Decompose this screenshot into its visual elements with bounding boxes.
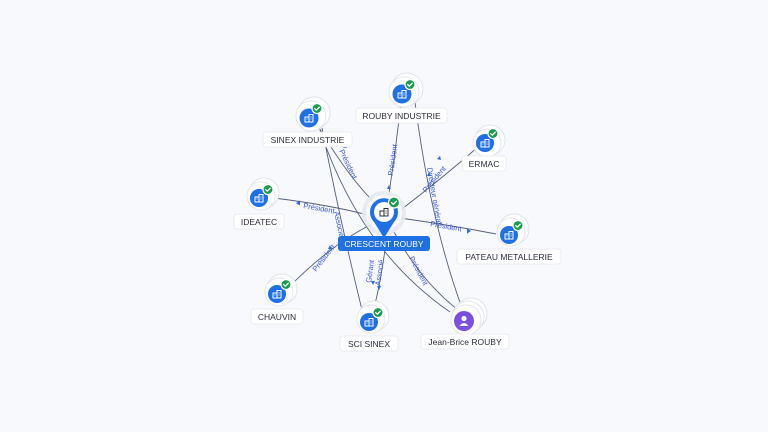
node-ideatec[interactable]: IDEATEC: [233, 177, 285, 230]
center-node-label: CRESCENT ROUBY: [344, 239, 424, 249]
node-label: SINEX INDUSTRIE: [271, 135, 345, 145]
edge-label-sci-sinex-sinex: Associé: [332, 211, 346, 239]
edge-pateau: [399, 217, 497, 235]
edge-jean-brice-sinex-industrie: [319, 129, 451, 313]
edge-label-sci-sinex-associe: Associé: [373, 259, 386, 286]
edge-ideatec: [273, 197, 369, 216]
edge-chauvin: [285, 223, 373, 291]
verified-check-icon: [372, 306, 384, 319]
verified-check-icon: [387, 196, 401, 209]
edge-ermac: [397, 146, 479, 213]
edge-jean-brice-rouby-industrie: [414, 101, 463, 309]
node-label: CHAUVIN: [258, 312, 296, 322]
node-label: PATEAU METALLERIE: [465, 252, 553, 262]
node-rouby-industrie[interactable]: ROUBY INDUSTRIE: [355, 72, 448, 124]
verified-check-icon: [280, 278, 292, 291]
edge-label-sci-sinex-gerant: Gérant: [364, 258, 376, 283]
node-crescent-rouby[interactable]: CRESCENT ROUBY: [338, 191, 430, 251]
person-icon: [459, 315, 469, 326]
edge-label-chauvin: Président: [310, 242, 337, 273]
verified-check-icon: [512, 219, 524, 232]
node-sci-sinex[interactable]: SCI SINEX: [339, 300, 399, 352]
edge-label-sinex-industrie: Président: [337, 148, 359, 181]
node-ermac[interactable]: ERMAC: [461, 124, 507, 172]
verified-check-icon: [311, 102, 323, 115]
verified-check-icon: [487, 127, 499, 140]
node-chauvin[interactable]: CHAUVIN: [250, 273, 304, 325]
edge-label-jean-brice-center: Président: [407, 255, 430, 288]
node-label: IDEATEC: [241, 217, 277, 227]
node-label: ERMAC: [469, 159, 500, 169]
edge-label-rouby-industrie: Président: [386, 143, 399, 177]
verified-check-icon: [262, 183, 274, 196]
node-label: ROUBY INDUSTRIE: [362, 111, 441, 121]
node-sinex-industrie[interactable]: SINEX INDUSTRIE: [262, 96, 353, 148]
node-pateau-metallerie[interactable]: PATEAU METALLERIE: [456, 213, 562, 265]
edge-label-ideatec: Président: [303, 201, 337, 216]
node-jean-brice-rouby[interactable]: Jean-Brice ROUBY: [420, 297, 510, 350]
node-label: SCI SINEX: [348, 339, 390, 349]
edge-sci-sinex-sinex-industrie: [321, 127, 363, 311]
map-pin-icon: [370, 198, 399, 238]
verified-check-icon: [404, 78, 416, 91]
node-label: Jean-Brice ROUBY: [428, 337, 502, 347]
